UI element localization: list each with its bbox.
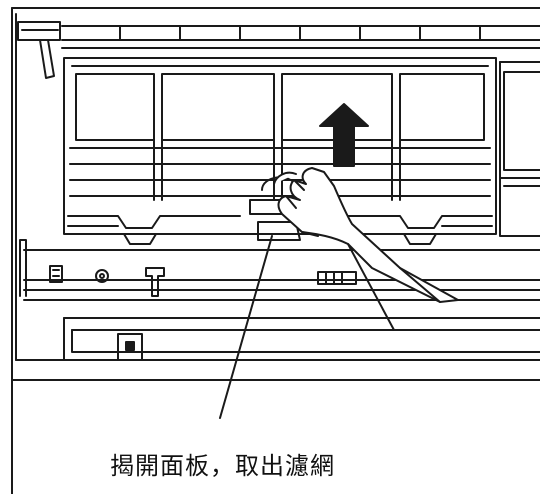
caption: 揭開面板，取出濾網 xyxy=(110,452,335,480)
up-arrow-icon xyxy=(319,103,369,167)
forearm xyxy=(347,243,441,331)
right-filter-section xyxy=(499,61,540,237)
air-filter xyxy=(63,57,497,245)
unit-housing xyxy=(11,7,540,494)
lower-housing xyxy=(19,239,540,301)
bottom-tray xyxy=(63,317,540,361)
front-panel-top xyxy=(17,21,540,79)
leader-line xyxy=(219,235,273,419)
hand-icon xyxy=(273,167,459,303)
